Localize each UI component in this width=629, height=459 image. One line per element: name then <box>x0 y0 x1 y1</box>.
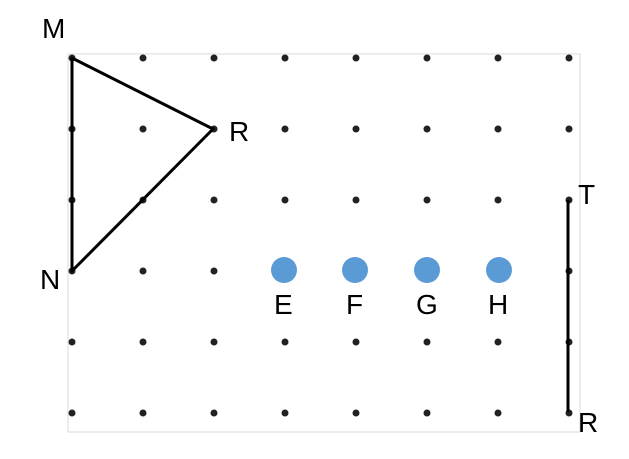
grid-dot <box>68 409 76 417</box>
grid-dot <box>494 338 502 346</box>
grid-dot <box>68 338 76 346</box>
grid-dot <box>494 54 502 62</box>
grid-dot <box>281 125 289 133</box>
grid-dot <box>210 54 218 62</box>
label-t: T <box>578 179 595 210</box>
grid-dot <box>423 409 431 417</box>
point-e <box>271 257 297 283</box>
point-g <box>414 257 440 283</box>
grid-dot <box>139 409 147 417</box>
label-e: E <box>274 289 293 320</box>
grid-dot <box>565 125 573 133</box>
grid-dot <box>423 54 431 62</box>
label-r-triangle: R <box>229 116 249 147</box>
label-r-segment: R <box>578 407 598 438</box>
grid-dot <box>423 125 431 133</box>
point-f <box>342 257 368 283</box>
grid-dot <box>494 125 502 133</box>
label-m: M <box>42 13 65 44</box>
grid-dot <box>352 125 360 133</box>
label-h: H <box>488 289 508 320</box>
grid-dot <box>352 196 360 204</box>
grid-dot <box>352 409 360 417</box>
grid-dot <box>494 409 502 417</box>
label-n: N <box>40 264 60 295</box>
grid-dot <box>139 125 147 133</box>
grid-dot <box>494 196 502 204</box>
grid-dot <box>139 338 147 346</box>
label-f: F <box>346 289 363 320</box>
grid-dot <box>210 196 218 204</box>
grid-dots <box>68 54 573 417</box>
grid-dot <box>565 54 573 62</box>
grid-dot <box>139 267 147 275</box>
triangle-mnr <box>70 56 215 273</box>
point-h <box>486 257 512 283</box>
grid-dot <box>210 338 218 346</box>
grid-dot <box>423 196 431 204</box>
grid-dot <box>139 54 147 62</box>
grid-dot <box>210 409 218 417</box>
grid-dot <box>210 267 218 275</box>
grid-dot <box>352 54 360 62</box>
grid-dot <box>281 54 289 62</box>
grid-dot <box>423 338 431 346</box>
label-g: G <box>416 289 438 320</box>
grid-dot <box>281 409 289 417</box>
grid-dot <box>281 338 289 346</box>
grid-border <box>67 53 581 433</box>
grid-dot <box>281 196 289 204</box>
grid-dot <box>352 338 360 346</box>
